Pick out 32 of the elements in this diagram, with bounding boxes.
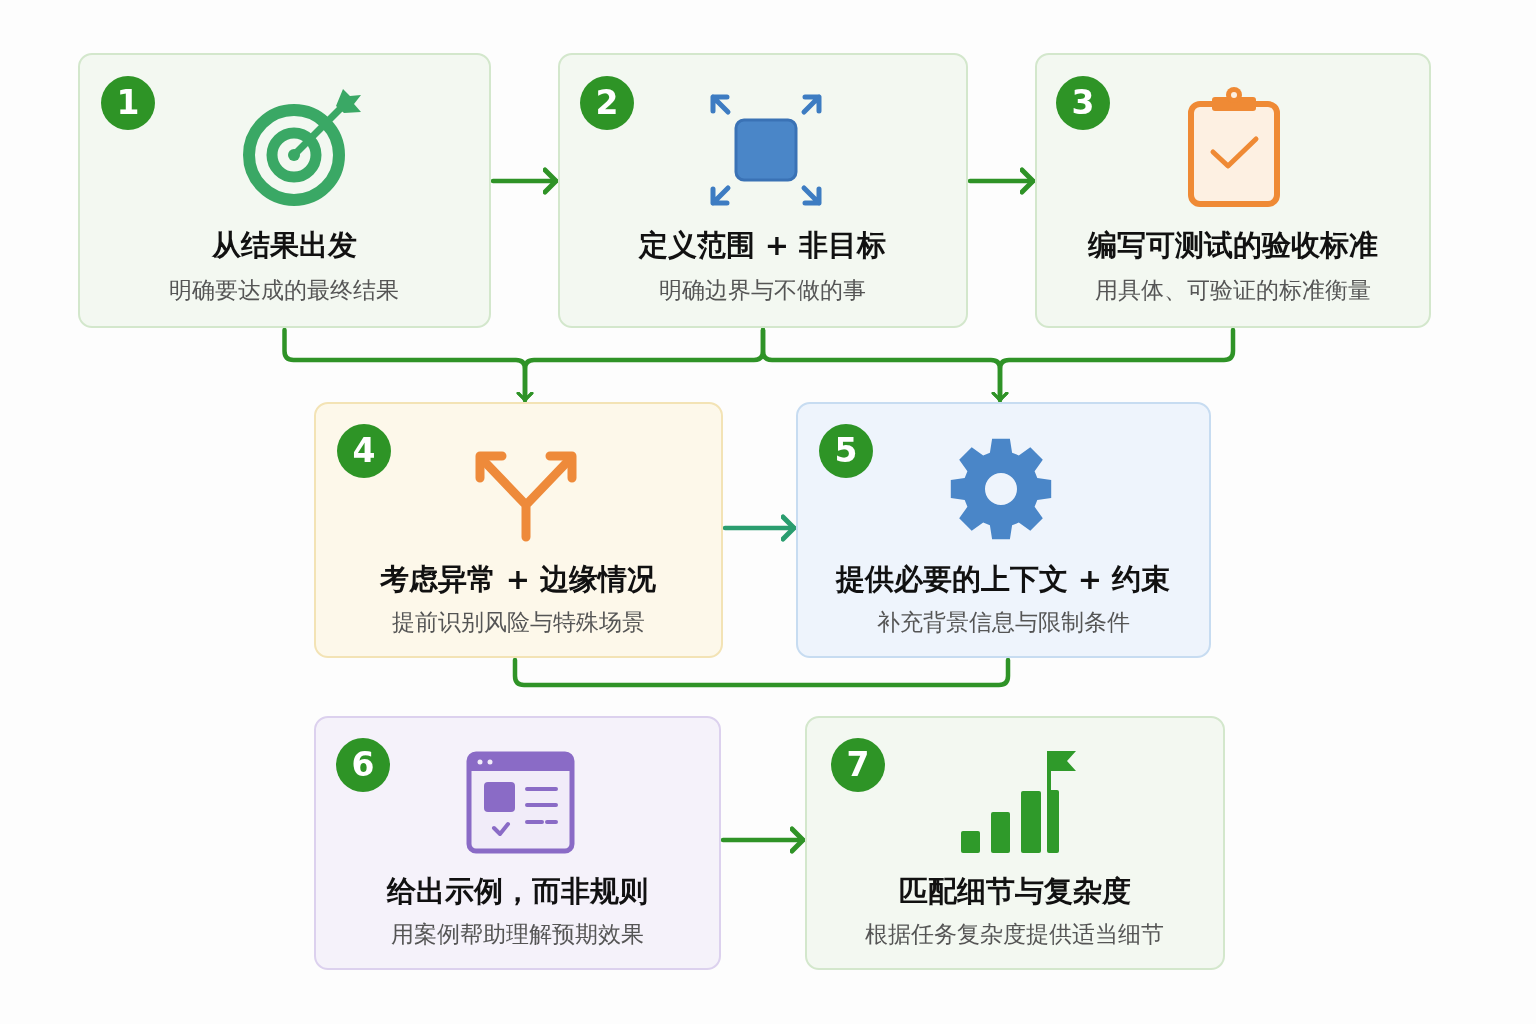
step-title: 匹配细节与复杂度 — [898, 873, 1131, 909]
step-description: 用具体、可验证的标准衡量 — [1094, 276, 1371, 305]
step-card — [314, 402, 723, 658]
number-badge: 1 — [101, 76, 155, 130]
arrow — [967, 167, 1036, 195]
step-description: 明确边界与不做的事 — [659, 276, 866, 305]
number-badge: 7 — [831, 738, 885, 792]
step-card — [1035, 53, 1431, 328]
step-card — [796, 402, 1211, 658]
step-card — [78, 53, 491, 328]
step-title: 从结果出发 — [211, 227, 357, 263]
arrow — [722, 514, 797, 542]
step-title: 考虑异常 + 边缘情况 — [379, 561, 657, 597]
number-badge: 4 — [337, 424, 391, 478]
step-description: 提前识别风险与特殊场景 — [391, 608, 645, 637]
step-title: 提供必要的上下文 + 约束 — [835, 561, 1171, 597]
step-description: 用案例帮助理解预期效果 — [390, 920, 644, 949]
step-card — [805, 716, 1225, 970]
number-badge: 2 — [580, 76, 634, 130]
step-card — [558, 53, 968, 328]
arrow — [490, 167, 559, 195]
step-description: 明确要达成的最终结果 — [169, 276, 399, 305]
step-card — [314, 716, 721, 970]
number-badge: 6 — [336, 738, 390, 792]
step-description: 补充背景信息与限制条件 — [876, 608, 1130, 637]
number-badge: 5 — [819, 424, 873, 478]
step-title: 编写可测试的验收标准 — [1087, 227, 1378, 263]
number-badge: 3 — [1056, 76, 1110, 130]
step-title: 定义范围 + 非目标 — [638, 227, 887, 263]
step-title: 给出示例，而非规则 — [386, 873, 648, 909]
step-description: 根据任务复杂度提供适当细节 — [865, 920, 1164, 949]
arrow — [720, 826, 806, 854]
